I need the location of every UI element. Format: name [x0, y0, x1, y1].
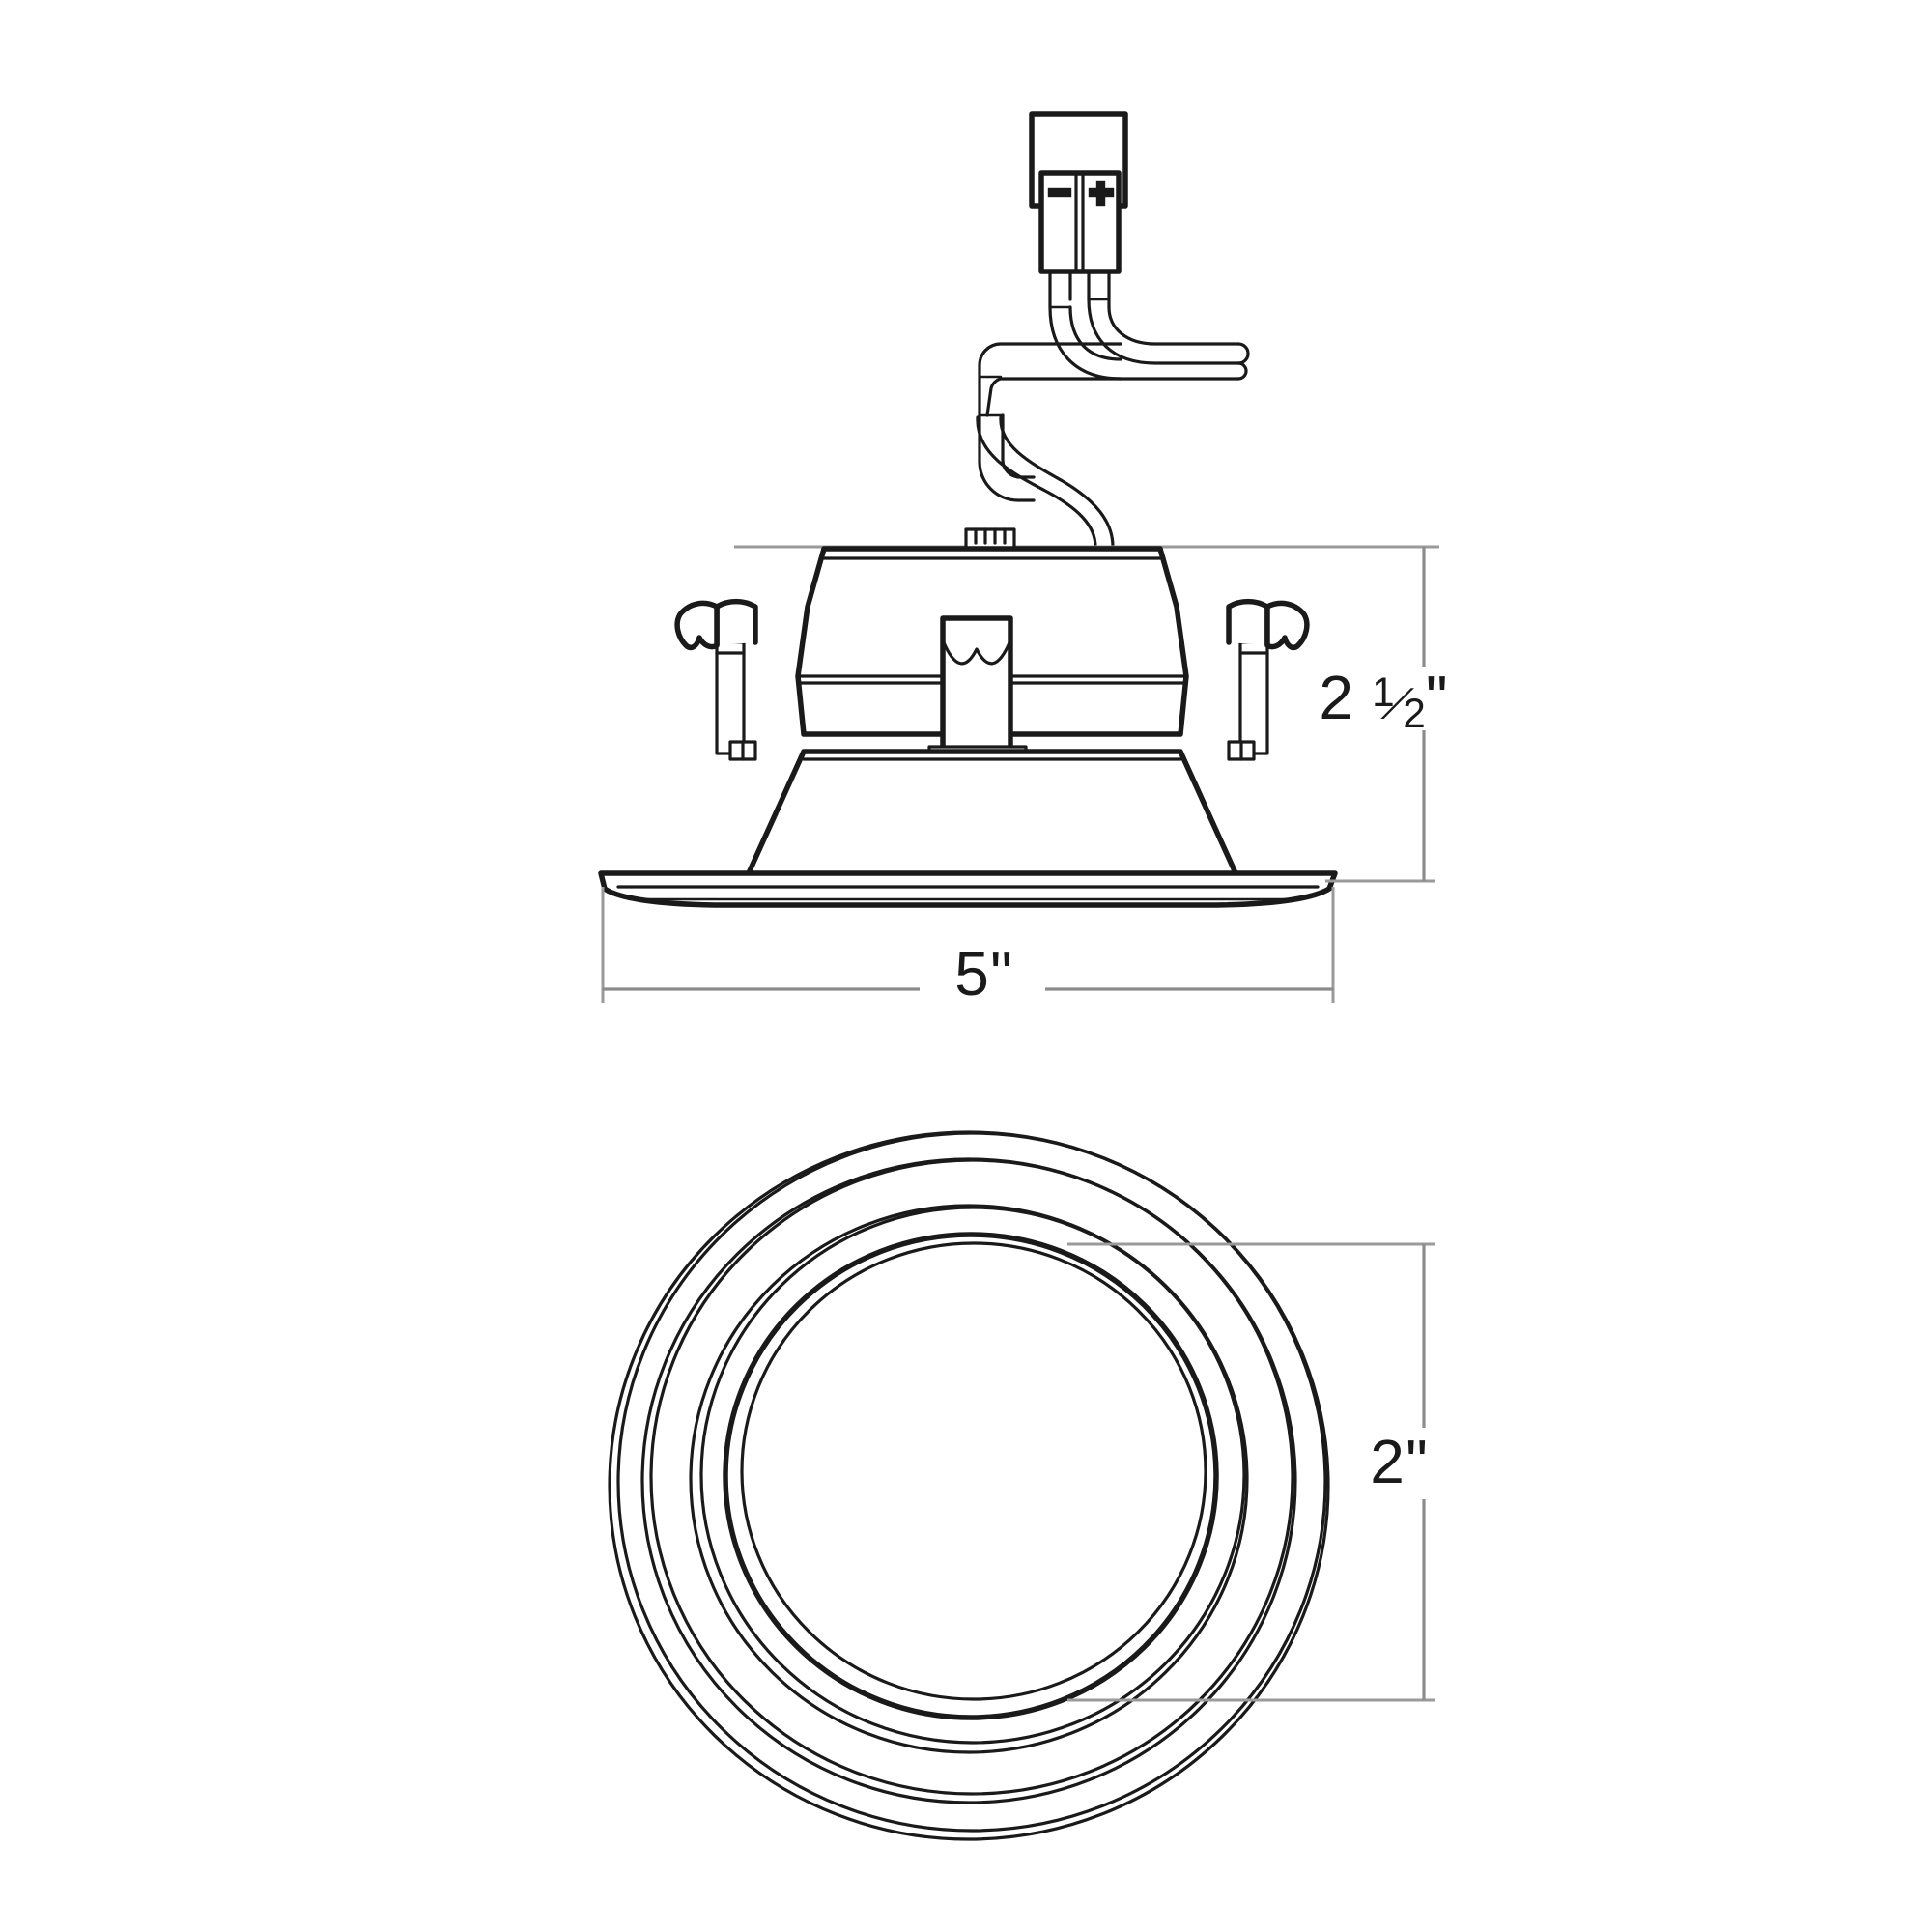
spring-right-leg — [1238, 640, 1269, 755]
wire-left-upper-edge — [978, 342, 1122, 417]
flange-inner-ring-b — [649, 1158, 1294, 1796]
connector-lower-shell — [1038, 170, 1122, 274]
dimension-trim-diameter — [601, 887, 1335, 1003]
lead-wire-pair-upper — [1048, 270, 1111, 309]
height-fraction-numerator: 1 — [1372, 669, 1395, 716]
wire-left-lower-edge — [985, 377, 1122, 417]
polarity-positive-icon — [1088, 180, 1115, 207]
aperture-whole-number: 2 — [1370, 1427, 1406, 1496]
outer-trim-ring-b — [616, 1131, 1327, 1833]
trim-skirt — [745, 749, 1239, 878]
center-post-body — [940, 615, 1013, 766]
wire-b-inner — [1107, 305, 1240, 346]
height-whole-number: 2 — [1319, 663, 1355, 732]
spring-left-hook-arc — [714, 598, 758, 648]
trim-flange-outline — [598, 870, 1338, 908]
torsion-spring-clip-left — [674, 598, 758, 761]
trim-skirt-outline — [745, 749, 1239, 878]
width-whole-number: 5 — [954, 939, 991, 1009]
width-inch-mark: " — [990, 939, 1012, 1009]
aperture-ring — [740, 1241, 1208, 1701]
aperture-inch-mark: " — [1406, 1427, 1428, 1496]
center-post-break-line — [941, 639, 1012, 666]
reflector-ring-a — [689, 1204, 1249, 1754]
wire-b-outer — [1087, 298, 1240, 365]
dimension-aperture — [1067, 1242, 1435, 1702]
spring-left-barb — [674, 600, 720, 651]
height-inch-mark: " — [1425, 663, 1448, 732]
quick-connector — [1029, 111, 1128, 274]
bottom-plan-view — [608, 1130, 1330, 1841]
spring-right-barb — [1264, 600, 1310, 651]
trim-flange — [598, 870, 1338, 908]
wire-s-curve-outer — [976, 415, 1097, 549]
height-fraction-denominator: 2 — [1403, 691, 1426, 737]
wire-left-return-outer — [978, 413, 1036, 502]
dimension-label-overall-height: 2 1⁄2" — [1319, 667, 1447, 734]
wire-left-branch — [978, 342, 1122, 502]
aperture-outer-ring — [723, 1232, 1219, 1720]
wire-a-cap — [1236, 361, 1248, 381]
wire-s-curve-inner — [999, 415, 1115, 549]
dimension-label-aperture-diameter: 2" — [1370, 1431, 1428, 1492]
polarity-negative-icon — [1047, 187, 1072, 198]
dimension-overall-height — [1164, 545, 1435, 883]
spring-left-leg — [715, 640, 746, 755]
wire-a-inner — [1068, 305, 1122, 361]
dimension-label-trim-diameter: 5" — [954, 943, 1012, 1005]
spring-right-hook-arc — [1226, 598, 1270, 648]
torsion-spring-clip-right — [1226, 598, 1310, 761]
height-fraction: 1⁄2 — [1372, 672, 1426, 734]
center-post — [927, 615, 1028, 766]
side-elevation-view — [598, 111, 1439, 908]
reflector-ring-b — [699, 1206, 1246, 1745]
